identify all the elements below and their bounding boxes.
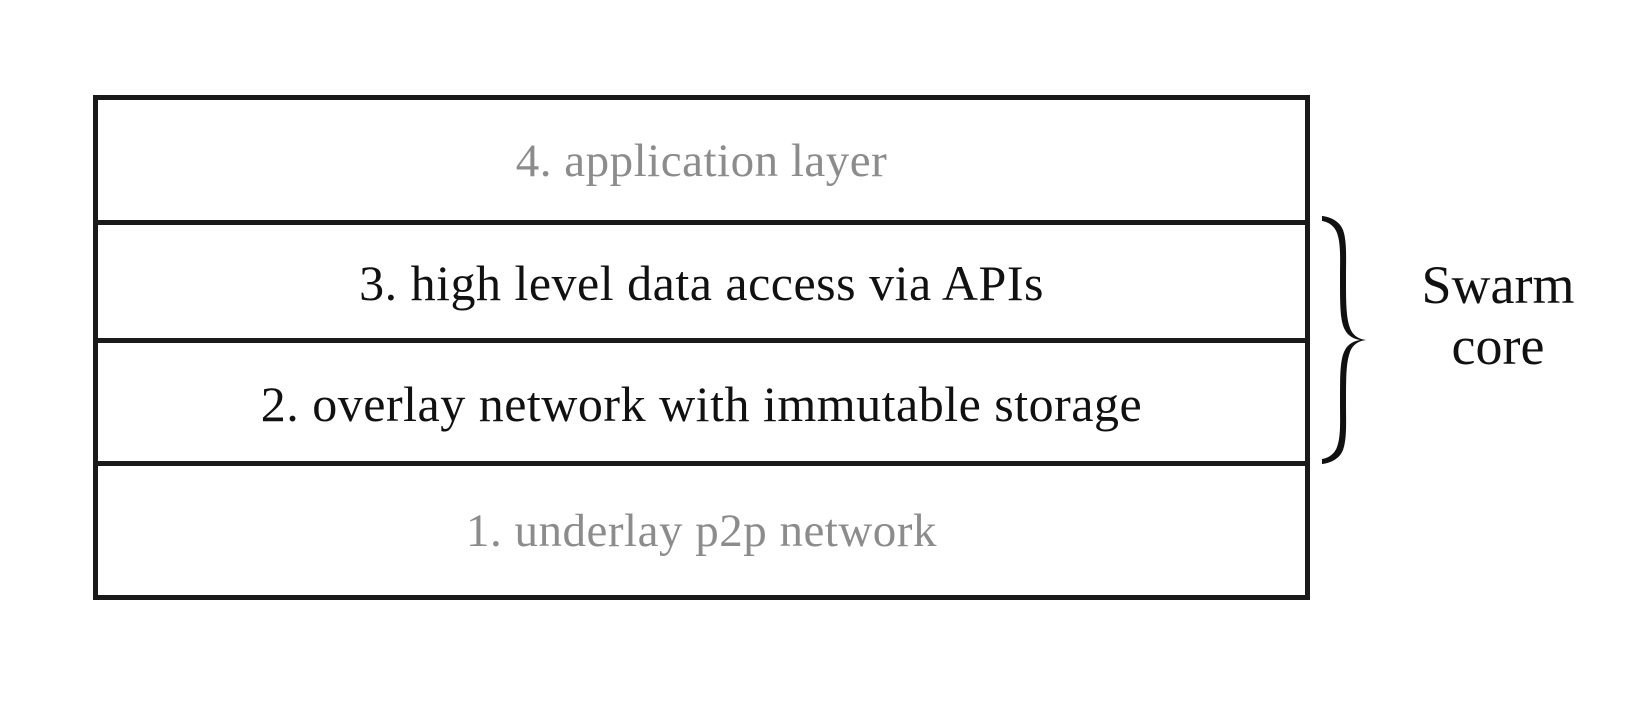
layer-row-application: 4. application layer	[98, 100, 1305, 220]
layer-row-underlay-p2p-network: 1. underlay p2p network	[98, 460, 1305, 595]
layer-label-application: 4. application layer	[515, 135, 888, 188]
layer-stack: 4. application layer 3. high level data …	[93, 95, 1310, 600]
layer-label-high-level-data-access: 3. high level data access via APIs	[359, 255, 1044, 312]
swarm-core-label-line-2: core	[1451, 316, 1545, 377]
layer-label-underlay-p2p-network: 1. underlay p2p network	[466, 504, 937, 557]
layer-row-high-level-data-access: 3. high level data access via APIs	[98, 219, 1305, 339]
layer-label-overlay-network: 2. overlay network with immutable storag…	[260, 375, 1143, 432]
layer-row-overlay-network: 2. overlay network with immutable storag…	[98, 338, 1305, 461]
swarm-core-label-line-1: Swarm	[1421, 255, 1575, 315]
curly-brace-icon	[1316, 214, 1374, 466]
swarm-core-annotation: Swarm core	[1378, 255, 1618, 377]
